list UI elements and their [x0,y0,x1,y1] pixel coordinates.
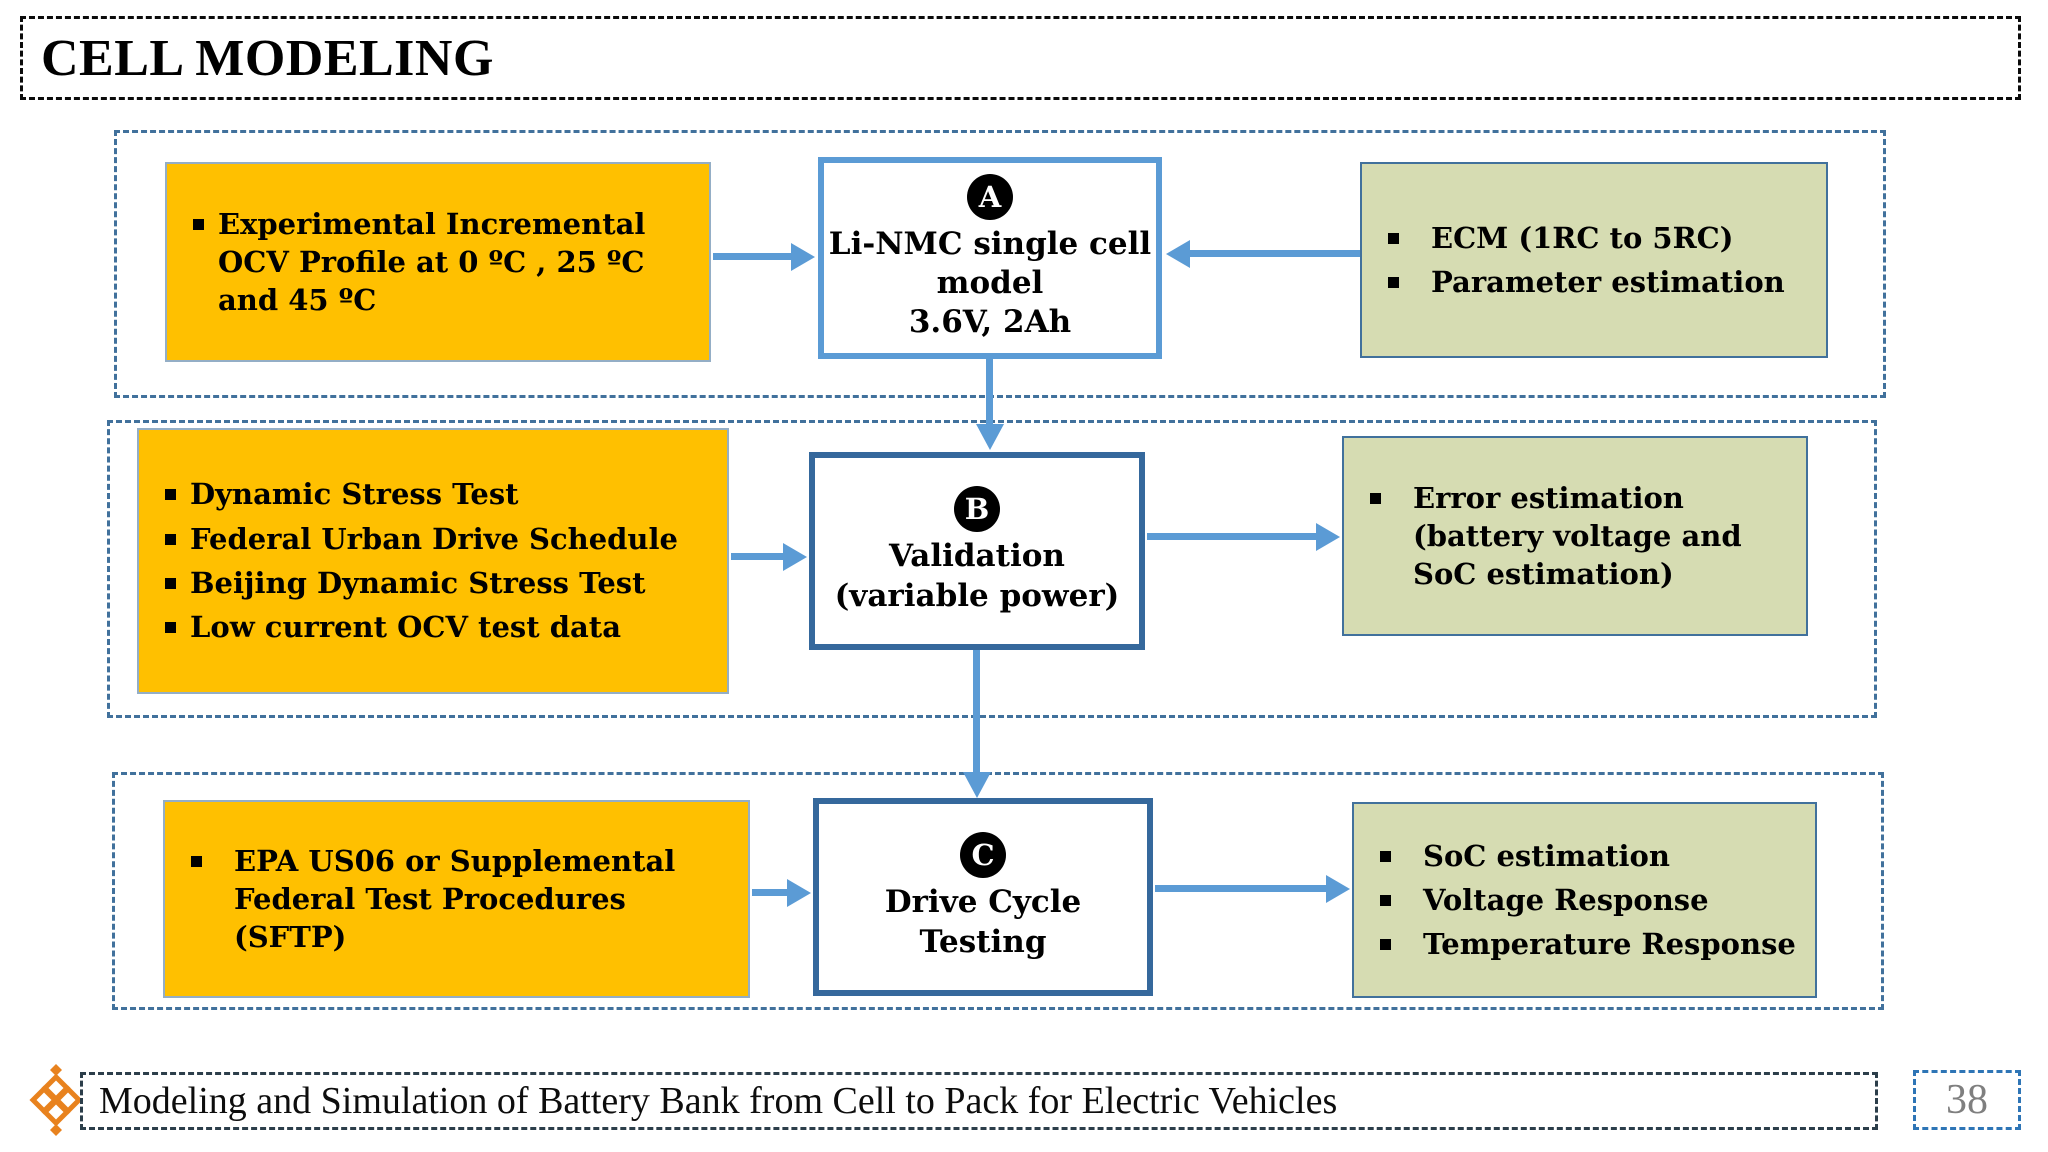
method-box-ecm: ECM (1RC to 5RC) Parameter estimation [1360,162,1828,358]
bullet-item: Dynamic Stress Test [165,475,711,513]
arrow-drivecycle-to-responses [1155,885,1328,892]
output-box-error-estimation: Error estimation (battery voltage and So… [1342,436,1808,636]
cell-model-line: Li-NMC single cell [828,225,1152,262]
bullet-item: Low current OCV test data [165,608,711,646]
input-box-epa-us06: EPA US06 or Supplemental Federal Test Pr… [163,800,750,998]
bullet-item: Beijing Dynamic Stress Test [165,564,711,602]
arrowhead-down-icon [976,424,1004,450]
square-bullet-icon [1388,232,1399,244]
page-title: CELL MODELING [41,29,494,87]
stage-group-a [114,130,1886,398]
bullet-item: Temperature Response [1380,925,1799,963]
bullet-item: Error estimation (battery voltage and So… [1370,479,1790,594]
page-number: 38 [1946,1077,1988,1123]
output-box-responses: SoC estimation Voltage Response Temperat… [1352,802,1817,998]
arrow-ocv-to-model [713,253,793,260]
square-bullet-icon [1380,894,1391,906]
square-bullet-icon [191,855,202,867]
bullet-item: ECM (1RC to 5RC) [1388,219,1810,257]
cell-model-line: model [936,264,1044,301]
arrow-model-to-validation [986,359,993,426]
process-box-cell-model: A Li-NMC single cell model 3.6V, 2Ah [818,157,1162,359]
arrowhead-right-icon [1326,875,1350,903]
arrow-validation-to-error [1147,533,1318,540]
page-number-box: 38 [1913,1070,2021,1130]
input-box-ocv-profiles: Experimental Incremental OCV Profile at … [165,162,711,362]
badge-a-icon: A [967,173,1013,220]
square-bullet-icon [1388,277,1399,288]
validation-line: Validation [889,538,1065,575]
bullet-item: EPA US06 or Supplemental Federal Test Pr… [191,842,732,957]
input-box-test-profiles: Dynamic Stress Test Federal Urban Drive … [137,428,729,694]
arrowhead-down-icon [963,772,991,798]
bullet-item: Experimental Incremental OCV Profile at … [193,205,693,320]
interlaced-knot-logo-icon [29,1064,83,1136]
validation-line: (variable power) [834,577,1120,614]
square-bullet-icon [165,489,176,501]
square-bullet-icon [165,622,176,634]
drive-cycle-line: Testing [919,923,1047,960]
square-bullet-icon [1380,939,1391,951]
arrowhead-right-icon [783,543,807,571]
cell-model-line: 3.6V, 2Ah [908,304,1072,341]
arrowhead-right-icon [1316,523,1340,551]
bullet-item: Parameter estimation [1388,263,1810,301]
badge-b-icon: B [954,486,1000,533]
arrowhead-left-icon [1166,240,1190,268]
process-box-drive-cycle-testing: C Drive Cycle Testing [813,798,1153,996]
square-bullet-icon [165,578,176,589]
bullet-item: Federal Urban Drive Schedule [165,520,711,558]
square-bullet-icon [1370,492,1381,504]
bullet-item: SoC estimation [1380,837,1799,875]
badge-c-icon: C [960,832,1006,879]
arrow-ecm-to-model [1188,250,1360,257]
drive-cycle-line: Drive Cycle [884,884,1082,921]
bullet-item: Voltage Response [1380,881,1799,919]
square-bullet-icon [165,533,176,545]
arrowhead-right-icon [787,879,811,907]
arrow-tests-to-validation [731,553,785,560]
stage-group-c [112,772,1884,1010]
arrowhead-right-icon [791,243,815,271]
square-bullet-icon [193,218,204,230]
process-box-validation: B Validation (variable power) [809,452,1145,650]
footer-title-box: Modeling and Simulation of Battery Bank … [80,1072,1878,1130]
arrow-validation-to-drivecycle [973,650,980,774]
footer-title: Modeling and Simulation of Battery Bank … [99,1080,1338,1122]
square-bullet-icon [1380,850,1391,862]
arrow-epa-to-drivecycle [752,889,789,896]
slide-title-box: CELL MODELING [20,16,2021,100]
